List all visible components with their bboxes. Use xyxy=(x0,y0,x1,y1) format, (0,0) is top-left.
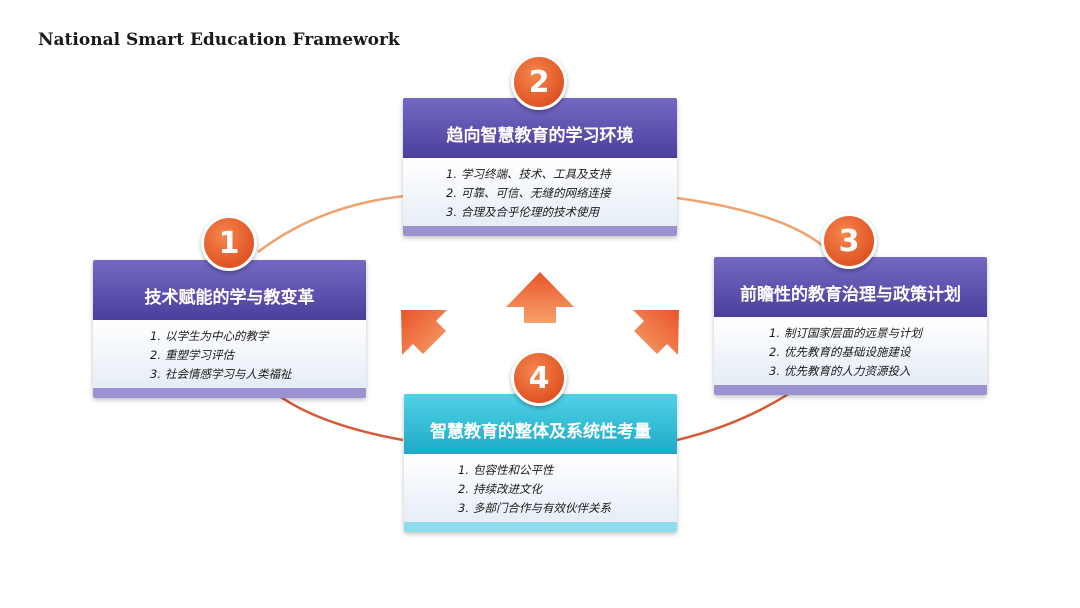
number-badge-1: 1 xyxy=(201,215,257,271)
list-item: 2.优先教育的基础设施建设 xyxy=(769,345,911,359)
list-item: 1.包容性和公平性 xyxy=(458,463,554,477)
arrow-up-icon xyxy=(506,272,574,323)
list-item: 2.持续改进文化 xyxy=(458,482,542,496)
arrow-up-right-icon xyxy=(633,310,679,355)
list-item: 2.重塑学习评估 xyxy=(150,348,234,362)
pillar-card-3: 前瞻性的教育治理与政策计划 1.制订国家层面的远景与计划 2.优先教育的基础设施… xyxy=(714,257,987,395)
number-badge-4: 4 xyxy=(511,350,567,406)
ring-arc-2-3 xyxy=(676,196,836,259)
list-item: 2.可靠、可信、无缝的网络连接 xyxy=(446,186,611,200)
list-item: 1.学习终端、技术、工具及支持 xyxy=(446,167,611,181)
arrow-up-left-icon xyxy=(401,310,447,355)
list-item: 1.制订国家层面的远景与计划 xyxy=(769,326,922,340)
pillar-card-1: 技术赋能的学与教变革 1.以学生为中心的教学 2.重塑学习评估 3.社会情感学习… xyxy=(93,260,366,398)
ring-arc-1-2 xyxy=(257,194,406,253)
pillar-card-4: 智慧教育的整体及系统性考量 1.包容性和公平性 2.持续改进文化 3.多部门合作… xyxy=(404,394,677,532)
page-title: National Smart Education Framework xyxy=(38,30,400,50)
ring-arc-4-1 xyxy=(277,393,404,442)
ring-arc-3-4 xyxy=(676,391,791,442)
number-badge-2: 2 xyxy=(511,54,567,110)
list-item: 3.优先教育的人力资源投入 xyxy=(769,364,911,378)
list-item: 1.以学生为中心的教学 xyxy=(150,329,269,343)
pillar-card-2: 趋向智慧教育的学习环境 1.学习终端、技术、工具及支持 2.可靠、可信、无缝的网… xyxy=(403,98,677,236)
list-item: 3.合理及合乎伦理的技术使用 xyxy=(446,205,599,219)
card-title: 智慧教育的整体及系统性考量 xyxy=(404,394,677,454)
list-item: 3.多部门合作与有效伙伴关系 xyxy=(458,501,611,515)
number-badge-3: 3 xyxy=(821,213,877,269)
card-title: 前瞻性的教育治理与政策计划 xyxy=(714,257,987,317)
list-item: 3.社会情感学习与人类福祉 xyxy=(150,367,292,381)
